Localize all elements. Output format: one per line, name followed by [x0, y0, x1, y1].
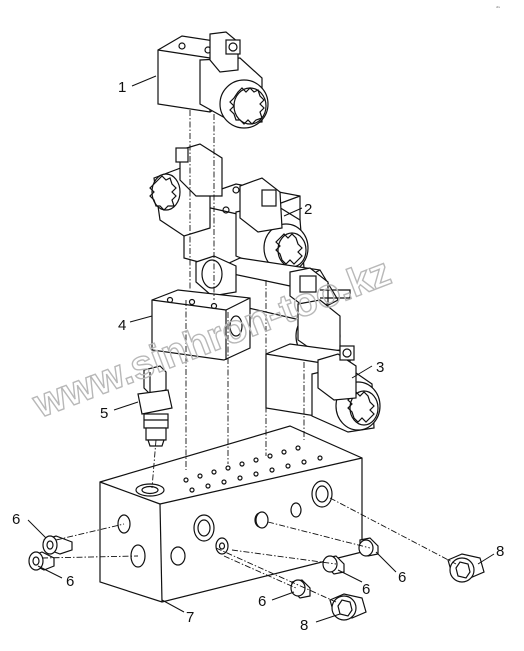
callout-6-bottom: 6	[258, 593, 266, 610]
solenoid-valve-3	[265, 343, 381, 433]
plate-block-4	[151, 289, 251, 361]
cartridge-valve-5	[137, 365, 173, 447]
callout-6-right: 6	[398, 569, 406, 586]
callout-7: 7	[186, 609, 194, 626]
plug-screw-6c	[215, 511, 269, 555]
top-port-holes	[183, 445, 323, 493]
solenoid-valve-2	[149, 143, 309, 277]
plug-screw-6e	[290, 579, 311, 599]
callout-5: 5	[100, 405, 108, 422]
callout-4: 4	[118, 317, 126, 334]
callout-8-right: 8	[496, 543, 504, 560]
hex-plug-8b	[329, 593, 367, 621]
corner-mark: ᵈᶠᵃ	[496, 5, 500, 10]
callout-6-left-bottom: 6	[66, 573, 74, 590]
assembly-lines	[41, 110, 457, 603]
callout-3: 3	[376, 359, 384, 376]
plug-screw-6d	[322, 537, 379, 575]
leader-lines	[27, 75, 495, 623]
plug-screw-6a	[42, 535, 73, 555]
solenoid-valve-1	[157, 31, 269, 129]
hex-plug-8a	[447, 553, 485, 583]
callout-1: 1	[118, 79, 126, 96]
plug-screw-6b	[28, 551, 55, 571]
callout-6-left-top: 6	[12, 511, 20, 528]
callout-2: 2	[304, 201, 312, 218]
callout-8-bottom: 8	[300, 617, 308, 634]
manifold-block-7	[99, 425, 363, 603]
callout-6-middle: 6	[362, 581, 370, 598]
